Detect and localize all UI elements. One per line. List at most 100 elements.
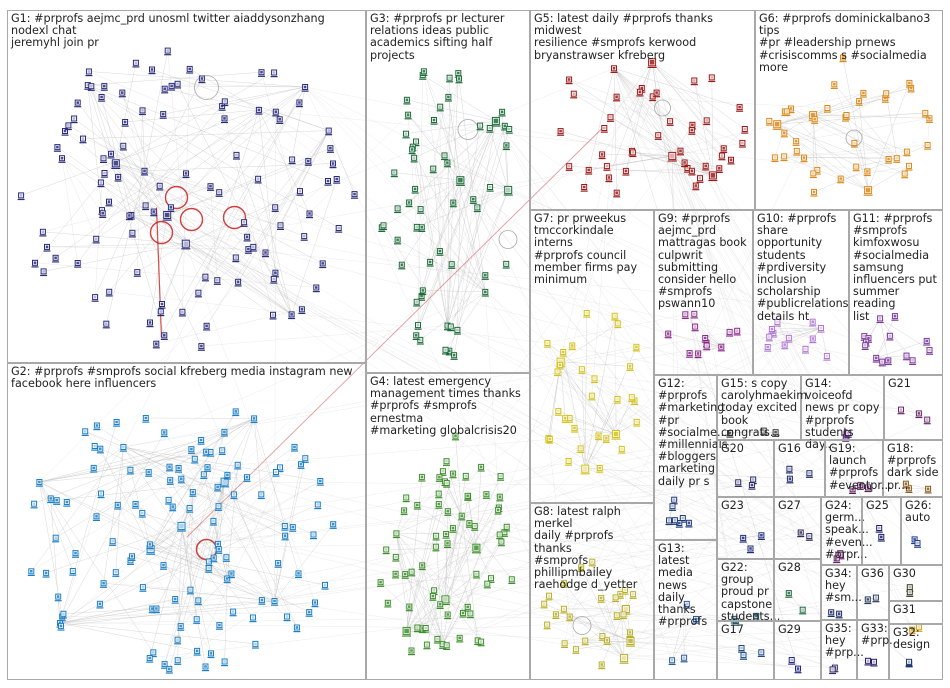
node-g2[interactable] (200, 471, 208, 479)
node-g2[interactable] (174, 657, 182, 665)
node-g4[interactable] (464, 492, 472, 501)
node-g1[interactable] (156, 182, 164, 191)
node-g6[interactable] (893, 155, 901, 163)
node-g2[interactable] (250, 415, 258, 424)
node-g2[interactable] (160, 429, 168, 438)
node-g4[interactable] (503, 523, 511, 532)
node-g2[interactable] (112, 569, 120, 577)
node-g2[interactable] (316, 478, 324, 486)
node-g7[interactable] (618, 445, 626, 454)
node-g2[interactable] (177, 475, 185, 484)
node-g1[interactable] (92, 235, 100, 244)
node-g2[interactable] (193, 647, 201, 656)
node-g29[interactable] (794, 665, 802, 674)
node-g7[interactable] (583, 310, 591, 318)
node-g3[interactable] (476, 122, 484, 131)
node-g8[interactable] (612, 594, 620, 603)
node-g2[interactable] (291, 443, 298, 452)
node-g1[interactable] (298, 306, 306, 314)
node-g4[interactable] (432, 543, 440, 552)
node-g1[interactable] (201, 273, 209, 282)
node-g1[interactable] (168, 82, 176, 91)
node-g2[interactable] (207, 650, 215, 659)
node-g1[interactable] (351, 191, 358, 199)
node-g3[interactable] (498, 108, 506, 117)
node-g4[interactable] (435, 490, 443, 499)
node-g5[interactable] (613, 93, 621, 102)
node-g6[interactable] (823, 105, 831, 113)
node-g4[interactable] (433, 635, 441, 644)
node-g1[interactable] (270, 275, 278, 284)
node-g1[interactable] (162, 211, 172, 221)
node-g2[interactable] (249, 614, 257, 623)
node-g1[interactable] (141, 167, 148, 176)
node-g5[interactable] (667, 151, 677, 162)
node-g2[interactable] (205, 565, 213, 573)
node-g2[interactable] (63, 499, 71, 507)
node-g4[interactable] (384, 599, 392, 608)
node-g6[interactable] (925, 115, 933, 123)
node-g7[interactable] (588, 392, 596, 401)
node-g10[interactable] (781, 341, 789, 350)
node-g8[interactable] (613, 612, 621, 620)
node-g12[interactable] (685, 519, 693, 528)
node-g5[interactable] (585, 166, 593, 175)
node-g6[interactable] (783, 108, 791, 117)
node-g6[interactable] (905, 79, 913, 88)
node-g1[interactable] (254, 175, 262, 184)
node-g1[interactable] (114, 173, 122, 182)
node-g2[interactable] (90, 464, 98, 473)
node-g6[interactable] (837, 175, 845, 184)
node-g5[interactable] (636, 88, 644, 97)
node-g1[interactable] (157, 308, 165, 317)
node-g3[interactable] (469, 196, 477, 204)
node-g10[interactable] (809, 318, 817, 327)
node-g19[interactable] (849, 486, 857, 494)
node-g8[interactable] (552, 611, 560, 619)
node-g24[interactable] (833, 555, 841, 564)
node-g4[interactable] (465, 520, 473, 528)
node-g1[interactable] (58, 155, 66, 163)
node-g4[interactable] (444, 508, 452, 516)
node-g1[interactable] (158, 301, 166, 309)
node-g9[interactable] (733, 327, 741, 336)
node-g20[interactable] (748, 482, 756, 490)
node-g4[interactable] (456, 634, 464, 643)
node-g3[interactable] (402, 130, 410, 139)
node-g8[interactable] (577, 564, 585, 572)
node-g2[interactable] (293, 624, 301, 633)
node-g3[interactable] (447, 323, 455, 332)
node-g16[interactable] (805, 470, 813, 478)
node-g2[interactable] (146, 655, 154, 663)
node-g30[interactable] (906, 589, 914, 597)
node-g35[interactable] (829, 666, 837, 675)
node-g4[interactable] (472, 570, 480, 579)
node-g8[interactable] (620, 611, 627, 620)
node-g1[interactable] (52, 254, 60, 263)
node-g4[interactable] (405, 603, 413, 612)
node-g1[interactable] (181, 239, 191, 250)
node-g1[interactable] (119, 142, 127, 151)
node-g23[interactable] (747, 545, 754, 554)
node-g28[interactable] (785, 590, 793, 598)
node-g8[interactable] (629, 591, 637, 599)
node-g8[interactable] (597, 595, 605, 603)
node-g1[interactable] (118, 89, 126, 98)
node-g7[interactable] (577, 445, 585, 454)
node-g6[interactable] (850, 139, 858, 148)
node-g7[interactable] (580, 464, 590, 475)
node-g2[interactable] (191, 455, 199, 464)
node-g3[interactable] (455, 176, 465, 186)
node-g7[interactable] (556, 361, 564, 370)
node-g1[interactable] (164, 47, 172, 56)
node-g10[interactable] (768, 326, 776, 334)
node-g7[interactable] (591, 375, 598, 384)
node-g2[interactable] (69, 568, 77, 576)
node-g2[interactable] (81, 428, 89, 436)
node-g2[interactable] (30, 500, 38, 509)
node-g2[interactable] (177, 521, 186, 532)
node-g5[interactable] (703, 117, 711, 126)
node-g2[interactable] (257, 491, 265, 500)
node-g1[interactable] (100, 155, 107, 163)
node-g28[interactable] (799, 606, 807, 615)
